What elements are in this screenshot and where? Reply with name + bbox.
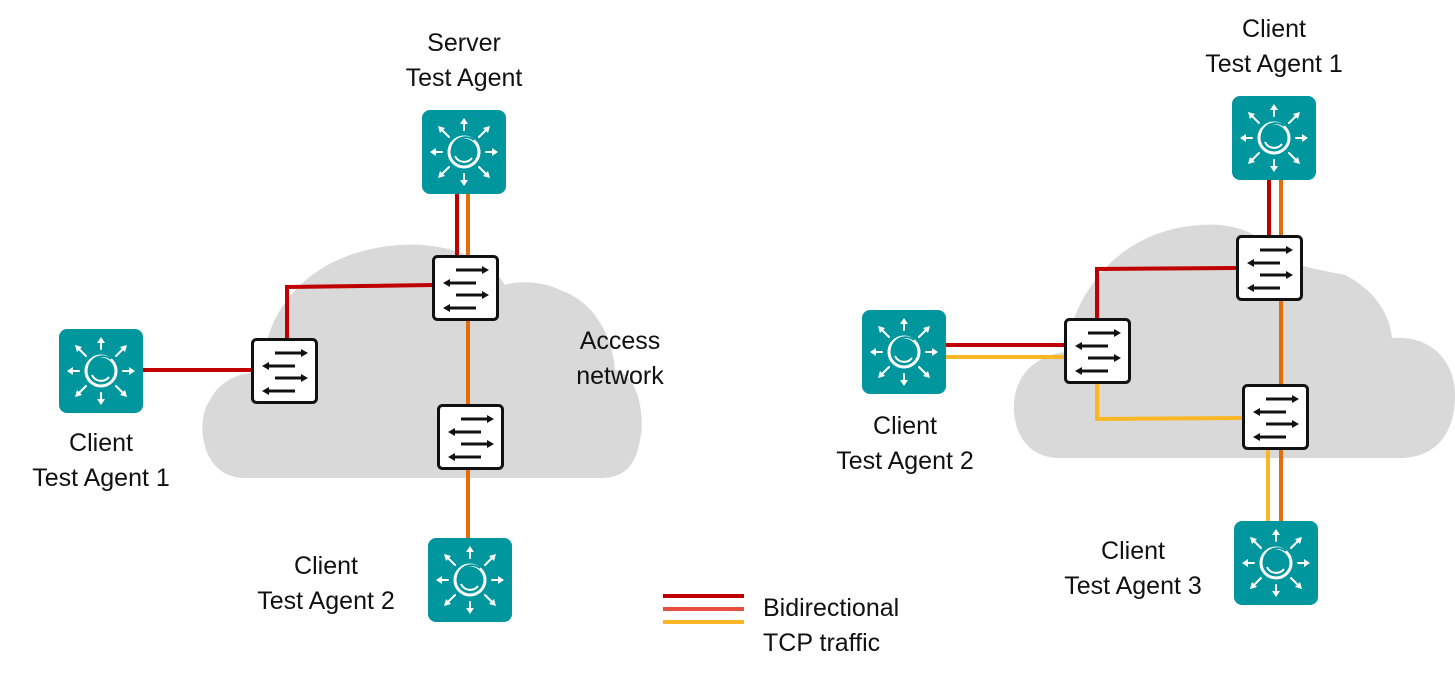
- link-switch-core: [285, 283, 435, 338]
- label-line: Test Agent 1: [1205, 50, 1343, 78]
- client-agent-icon: [860, 308, 948, 396]
- label-line: Client: [69, 429, 133, 457]
- server-test-agent-label: Server Test Agent: [364, 26, 564, 96]
- switch-icon: [1064, 318, 1131, 384]
- label-line: Test Agent 2: [257, 587, 395, 615]
- legend-line: TCP traffic: [763, 629, 881, 657]
- label-line: Test Agent 1: [32, 464, 170, 492]
- right-client-test-agent-2-label: Client Test Agent 2: [805, 409, 1005, 479]
- client-agent-icon: [57, 327, 145, 415]
- switch-icon: [1242, 384, 1309, 450]
- client-agent-icon: [1232, 519, 1320, 607]
- switch-icon: [437, 404, 504, 470]
- label-line: Client: [1101, 537, 1165, 565]
- right-cloud: [1013, 224, 1455, 458]
- legend-line: Bidirectional: [763, 594, 900, 622]
- left-client-test-agent-1-label: Client Test Agent 1: [0, 426, 202, 496]
- link-switchA-switchB: [1095, 266, 1238, 318]
- link-switchA-switchC: [1095, 383, 1243, 422]
- right-client-test-agent-3-label: Client Test Agent 3: [1033, 534, 1233, 604]
- client-agent-icon: [426, 536, 514, 624]
- label-line: Test Agent 2: [836, 447, 974, 475]
- server-agent-icon: [420, 108, 508, 196]
- label-line: Server: [427, 29, 501, 57]
- label-line: Test Agent 3: [1064, 572, 1202, 600]
- label-line: Client: [873, 412, 937, 440]
- right-client-test-agent-1-label: Client Test Agent 1: [1174, 12, 1374, 82]
- client-agent-icon: [1230, 94, 1318, 182]
- left-cloud: [202, 244, 642, 478]
- label-line: Client: [1242, 15, 1306, 43]
- switch-icon: [251, 338, 318, 404]
- legend-label: Bidirectional TCP traffic: [763, 591, 899, 661]
- switch-icon: [1236, 235, 1303, 301]
- legend-swatches: [663, 594, 744, 624]
- access-network-label: Access network: [560, 324, 680, 394]
- switch-icon: [432, 255, 499, 321]
- label-line: Client: [294, 552, 358, 580]
- left-links: [143, 192, 470, 540]
- right-links: [944, 178, 1283, 522]
- left-client-test-agent-2-label: Client Test Agent 2: [226, 549, 426, 619]
- label-line: Test Agent: [405, 64, 523, 92]
- label-line: network: [576, 362, 664, 390]
- label-line: Access: [579, 327, 661, 355]
